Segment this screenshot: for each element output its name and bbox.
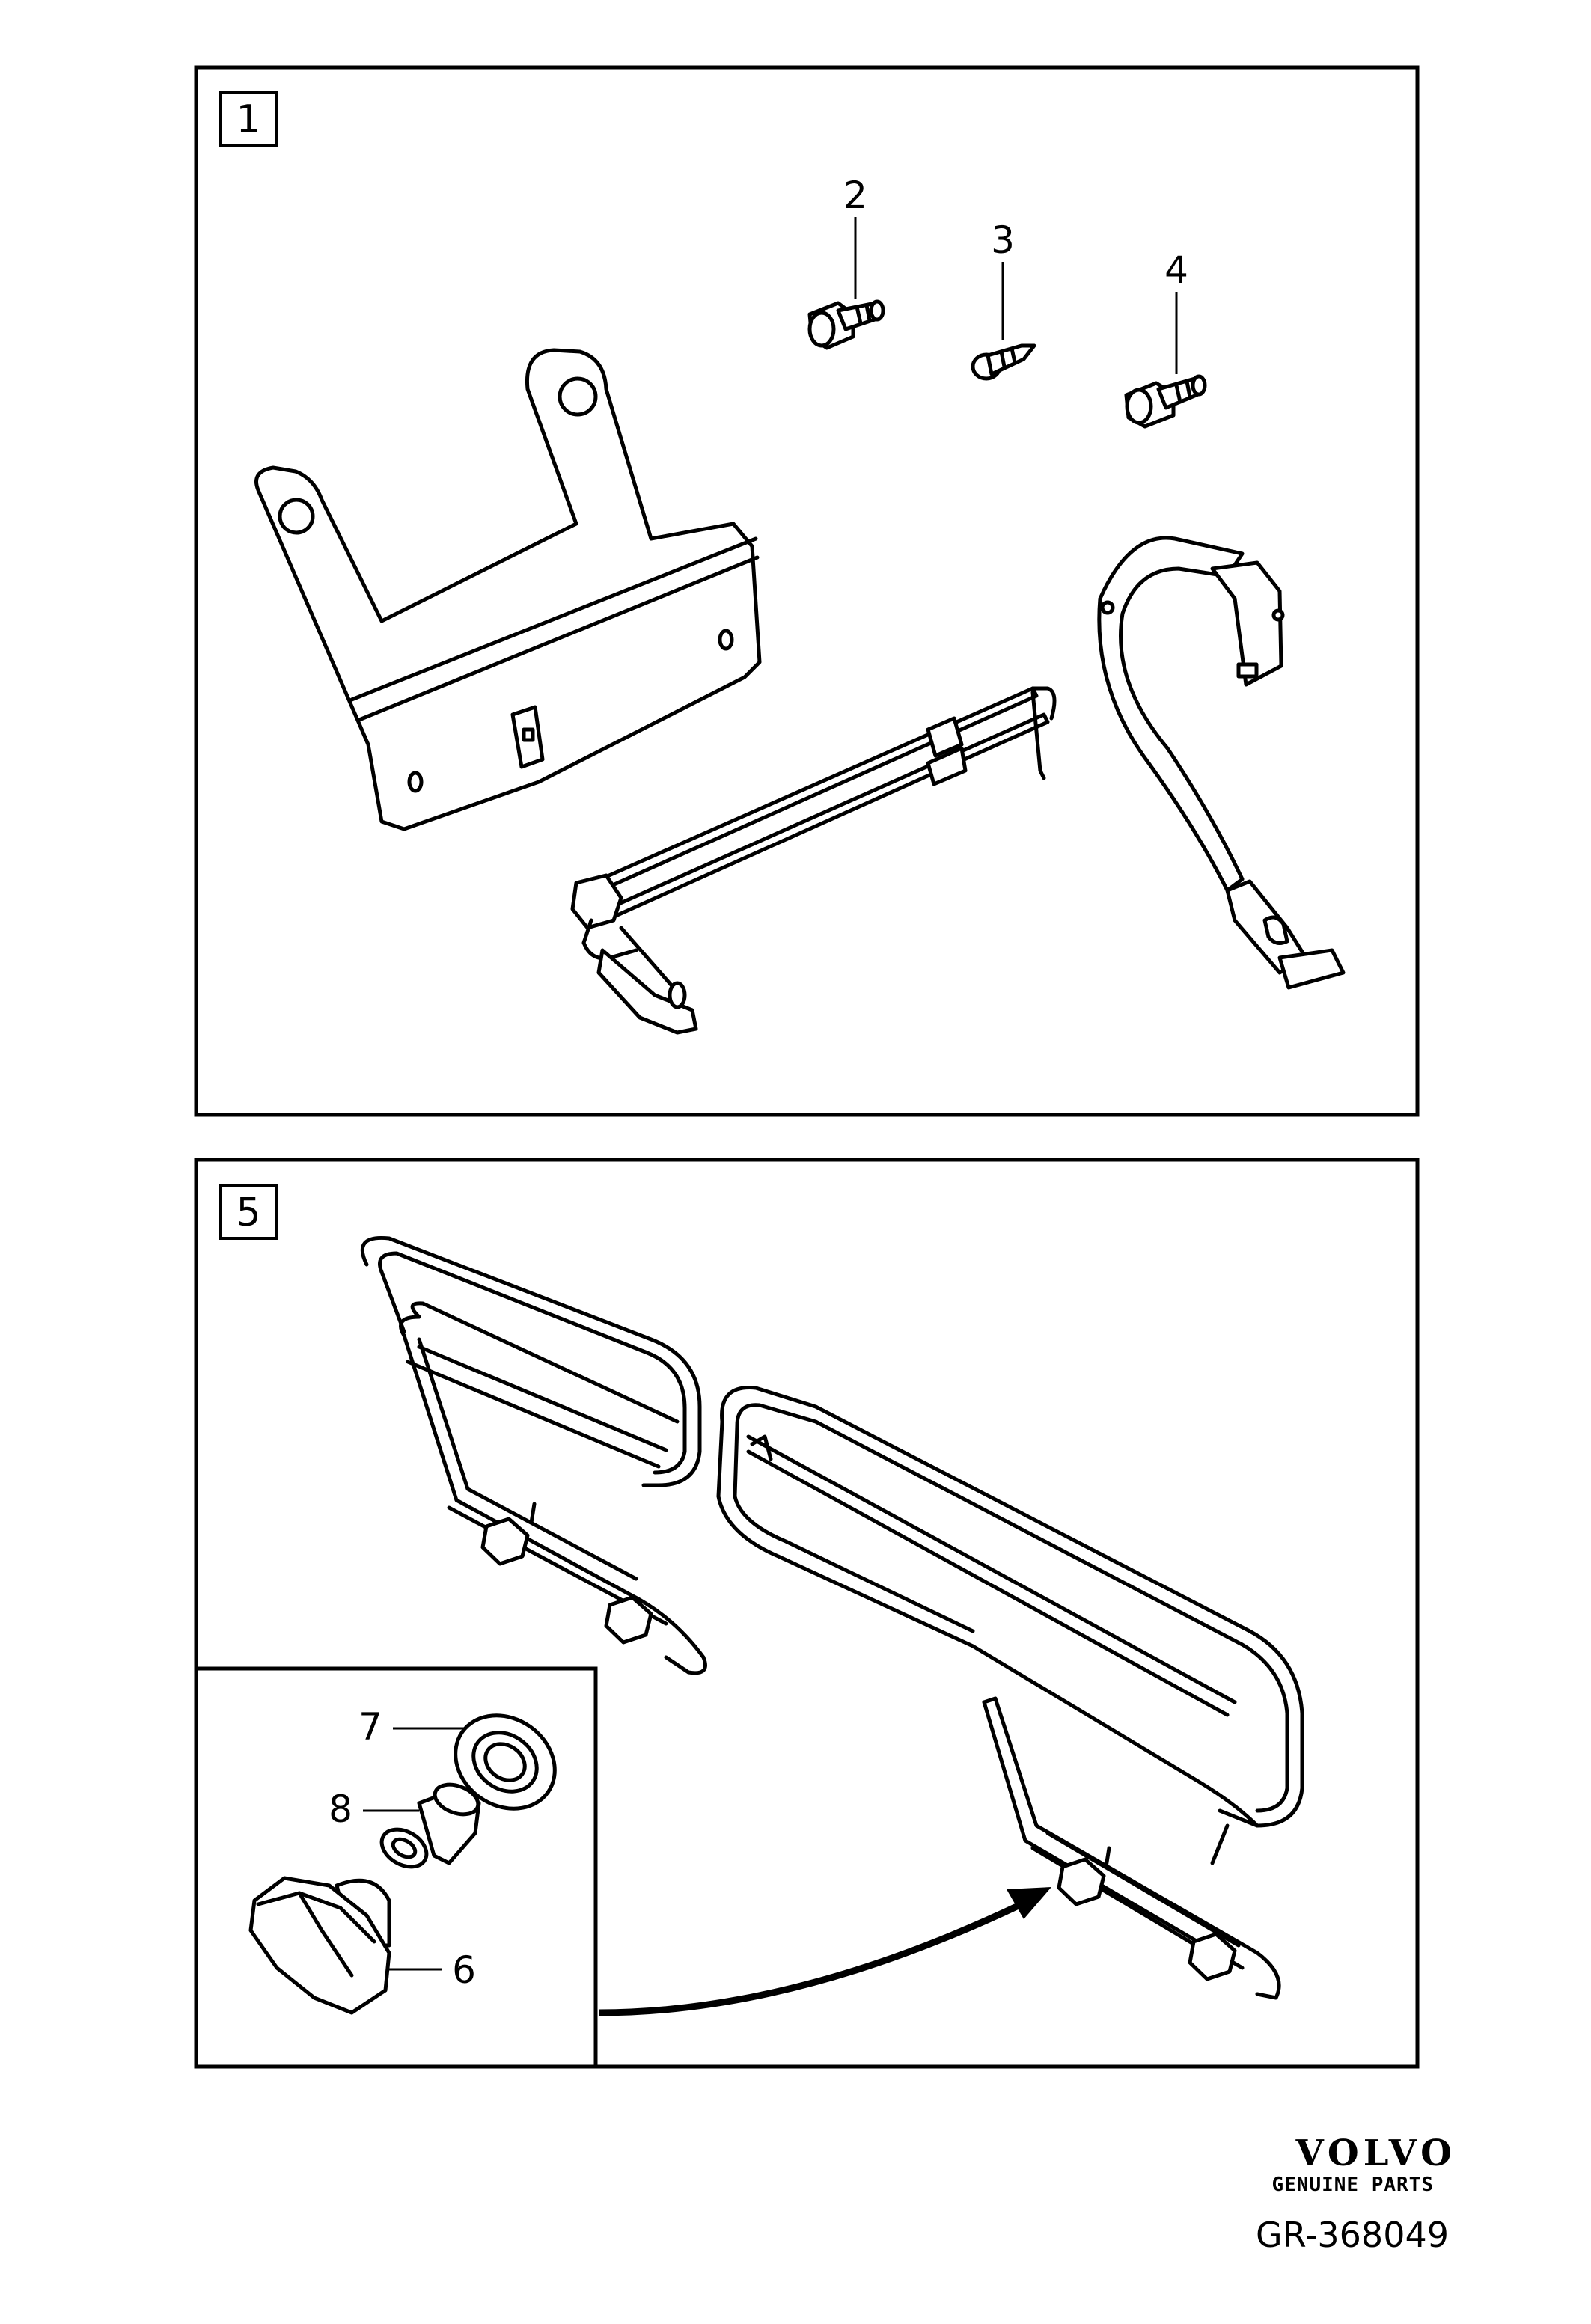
callout-7: 7	[358, 1705, 382, 1749]
washer-part-7	[454, 1713, 557, 1811]
luggage-net-frame-right	[716, 1386, 1304, 2000]
detail-arrow	[598, 1901, 1023, 2016]
volvo-logo: VOLVO	[1295, 2132, 1456, 2174]
luggage-net-frame-left	[360, 1235, 707, 1675]
genuine-parts-tagline: GENUINE PARTS	[1271, 2174, 1434, 2196]
panel-1-label: 1	[236, 97, 260, 142]
callout-3: 3	[991, 218, 1015, 262]
callout-2: 2	[843, 174, 867, 217]
panel-5-label: 5	[236, 1190, 260, 1235]
callout-4: 4	[1164, 248, 1188, 292]
diagram-reference-number: GR-368049	[1256, 2215, 1449, 2255]
rivet-nut-part-8	[379, 1782, 481, 1869]
panel-1-label-box	[219, 91, 278, 147]
holding-strap	[1097, 536, 1346, 990]
bolt-part-4	[1124, 374, 1207, 429]
detail-arrowhead	[1007, 1887, 1051, 1919]
callout-6: 6	[452, 1948, 476, 1992]
support-rod	[570, 686, 1057, 1035]
callout-8: 8	[329, 1788, 352, 1831]
panel-5-frame	[194, 1158, 1420, 2069]
screw-part-3	[971, 343, 1036, 381]
bolt-part-2	[807, 299, 885, 350]
knob-part-6	[248, 1876, 391, 2015]
mounting-bracket	[254, 348, 762, 831]
panel-1-frame	[194, 65, 1420, 1117]
panel-5-label-box	[219, 1184, 278, 1240]
